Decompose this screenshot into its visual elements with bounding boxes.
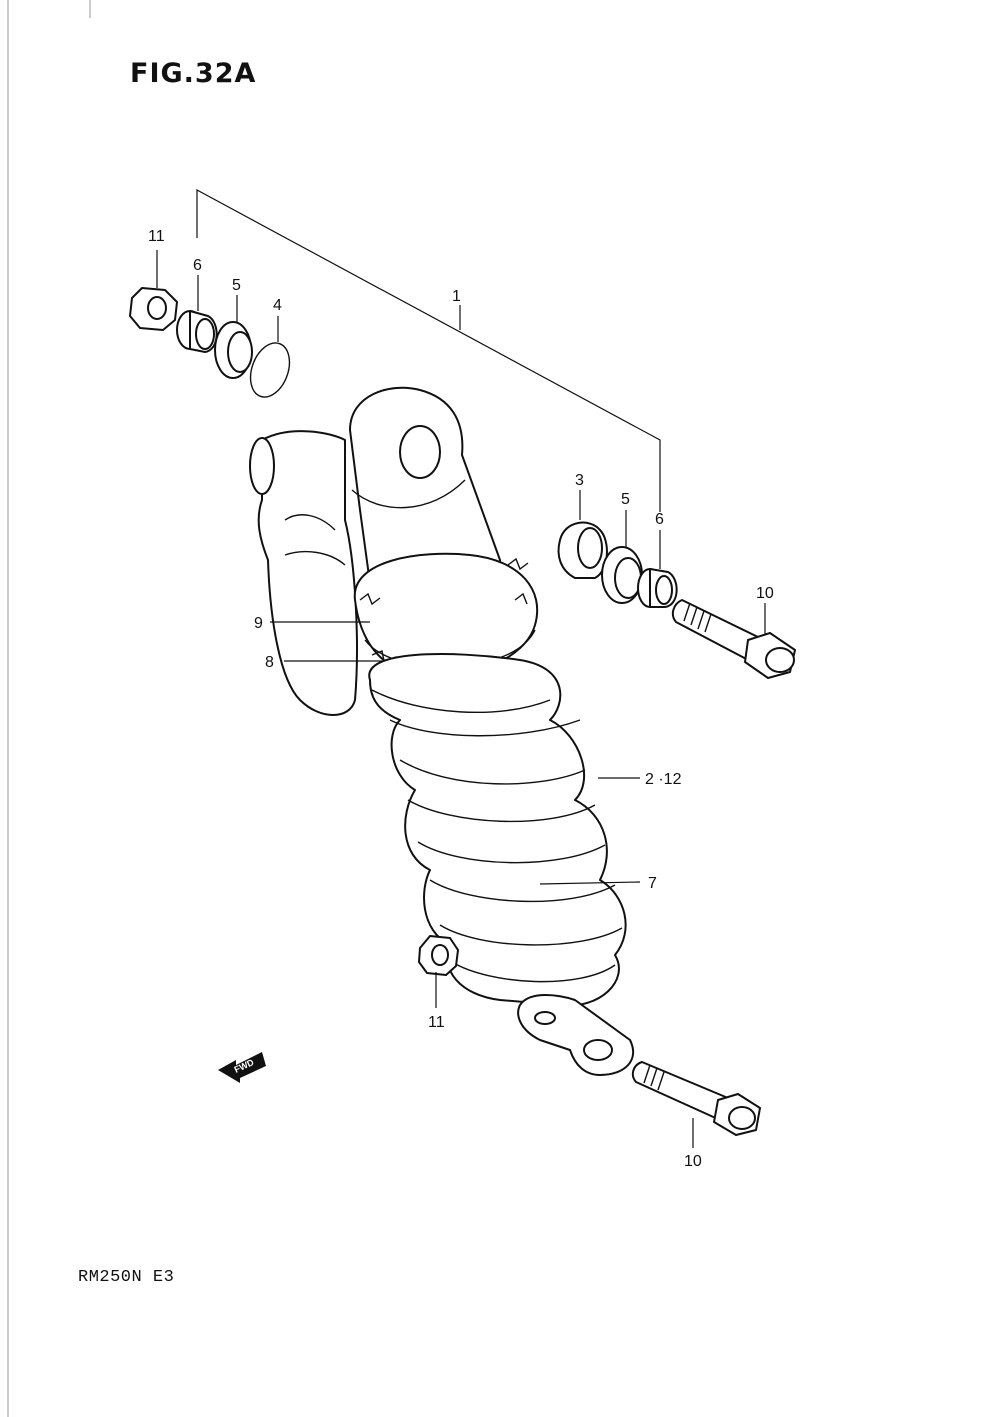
callout-5-right: 5 — [621, 491, 630, 508]
callout-1: 1 — [452, 288, 461, 305]
washer-5-right — [601, 546, 643, 604]
bushing-3 — [557, 521, 608, 579]
callout-6-upper: 6 — [193, 257, 202, 274]
collar-6-upper — [176, 310, 218, 353]
model-code: RM250N E3 — [78, 1268, 175, 1287]
callout-6-right: 6 — [655, 511, 664, 528]
callout-10-lower: 10 — [684, 1153, 702, 1170]
lower-clevis — [517, 994, 635, 1076]
bolt-10-upper — [671, 599, 796, 679]
callout-11-lower: 11 — [428, 1014, 445, 1031]
callout-5-upper: 5 — [232, 277, 241, 294]
circlip-4 — [249, 342, 291, 398]
nut-11-upper — [129, 287, 178, 331]
collar-6-right — [637, 568, 678, 608]
reservoir-canister — [249, 430, 358, 716]
nut-11-lower — [418, 935, 459, 976]
bolt-10-lower — [631, 1061, 761, 1136]
callout-10-upper: 10 — [756, 585, 774, 602]
callout-4: 4 — [273, 297, 282, 314]
fwd-arrow-icon: FWD — [218, 1052, 266, 1083]
callout-9: 9 — [254, 615, 263, 632]
callout-11-upper: 11 — [148, 228, 165, 245]
callout-2-12: 2 ·12 — [645, 771, 682, 788]
callout-7: 7 — [648, 875, 657, 892]
figure-title: FIG.32A — [130, 58, 257, 89]
coil-spring — [368, 653, 627, 1007]
leader-7 — [539, 881, 641, 885]
callout-8: 8 — [265, 654, 274, 671]
assembly-bracket — [196, 188, 661, 512]
callout-3: 3 — [575, 472, 584, 489]
washer-5-upper — [214, 321, 253, 379]
